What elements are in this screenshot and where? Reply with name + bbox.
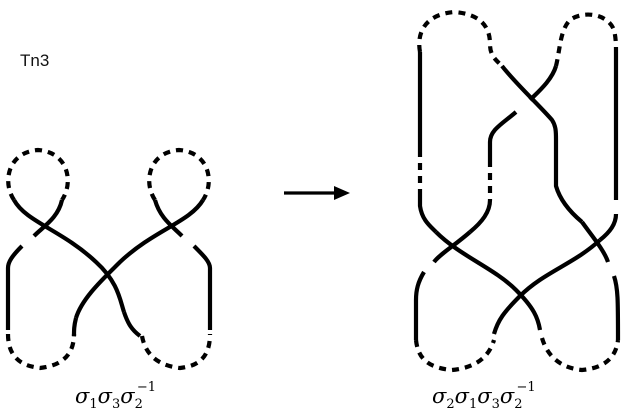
left-strand-e [122,311,142,338]
left-strand-b1 [32,199,65,238]
right-strand-mid-b [432,230,472,264]
left-strand-b2 [5,244,24,330]
right-strand-top-b2 [487,110,518,160]
right-strand-mid-e [580,220,610,263]
left-strand-a [12,198,126,313]
right-strand-mid-f [611,275,621,341]
left-strand-f [71,317,79,337]
right-top-loop-2 [553,12,619,67]
right-strand-top-a [500,64,559,141]
right-strand-mid-d [491,238,602,335]
left-top-loop-2 [147,147,211,202]
right-right-vertical-2 [598,213,619,242]
right-formula: σ2σ1σ3σ2−1 [432,380,536,412]
right-inner-right [553,140,584,224]
left-bottom-loop-2 [139,333,213,371]
left-braid-diagram: σ1σ3σ2−1 [5,147,213,412]
left-strand-c [73,198,205,319]
right-bottom-loop-1 [413,339,497,373]
right-braid-diagram: σ2σ1σ3σ2−1 [413,9,621,412]
right-top-loop-1 [417,9,504,68]
left-top-loop-1 [6,147,70,202]
right-strand-mid-c [413,270,426,340]
left-strand-d1 [152,199,184,238]
left-formula: σ1σ3σ2−1 [75,380,156,412]
left-bottom-loop-1 [5,333,77,371]
right-strand-top-b1 [528,65,559,102]
right-strand-mid-a [434,230,543,331]
right-bottom-loop-2 [539,337,621,373]
left-strand-d2 [192,244,213,330]
right-inner-left-2 [468,199,493,234]
right-left-vertical-2 [417,190,438,234]
figure-label: Tn3 [20,51,49,70]
transformation-arrow [284,186,350,200]
